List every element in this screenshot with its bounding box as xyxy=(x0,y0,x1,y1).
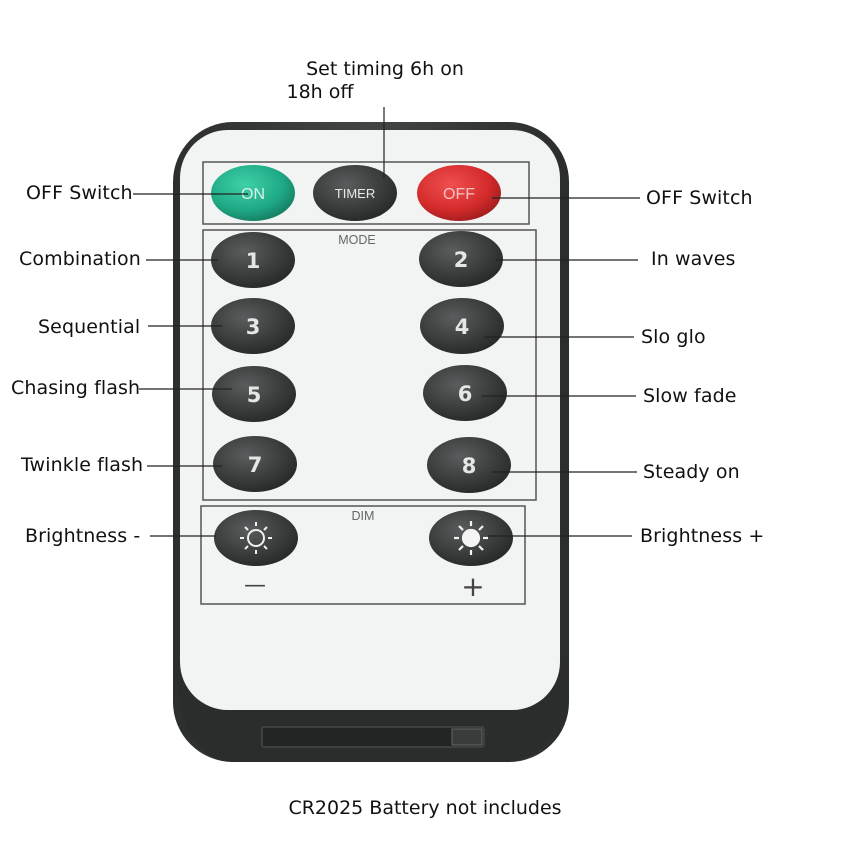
mode-button-5[interactable]: 5 xyxy=(212,366,296,422)
mode-button-6-label: 6 xyxy=(458,382,473,406)
timer-annotation-line1: Set timing 6h on xyxy=(306,58,464,80)
annotation-dim-minus: Brightness - xyxy=(25,525,141,547)
dim-plus-sign: + xyxy=(461,570,484,603)
dim-section-frame xyxy=(200,505,526,605)
timer-annotation: Set timing 6h on 18h off xyxy=(250,58,520,104)
timer-annotation-line2: 18h off xyxy=(286,81,354,103)
annotation-on-switch: OFF Switch xyxy=(26,182,133,204)
on-button-label: ON xyxy=(241,186,265,203)
mode-button-7[interactable]: 7 xyxy=(213,436,297,492)
sun-filled-icon xyxy=(454,521,488,555)
mode-button-2-label: 2 xyxy=(454,248,469,272)
dim-minus-button[interactable] xyxy=(214,510,298,566)
on-button[interactable]: ON xyxy=(211,165,295,221)
sun-outline-icon xyxy=(240,522,272,554)
annotation-off-switch: OFF Switch xyxy=(646,187,753,209)
timer-button-label: TIMER xyxy=(335,186,375,201)
mode-button-4-label: 4 xyxy=(455,315,470,339)
dim-section-label: DIM xyxy=(352,509,375,523)
mode-button-5-label: 5 xyxy=(247,383,262,407)
battery-caption: CR2025 Battery not includes xyxy=(288,797,562,819)
battery-tray xyxy=(261,726,485,748)
mode-section-frame xyxy=(202,229,537,501)
mode-button-8-label: 8 xyxy=(462,454,477,478)
off-button-label: OFF xyxy=(443,186,475,203)
annotation-mode-8: Steady on xyxy=(643,461,740,483)
mode-button-1-label: 1 xyxy=(246,249,261,273)
mode-button-1[interactable]: 1 xyxy=(211,232,295,288)
mode-button-4[interactable]: 4 xyxy=(420,298,504,354)
mode-button-6[interactable]: 6 xyxy=(423,365,507,421)
off-button[interactable]: OFF xyxy=(417,165,501,221)
mode-button-7-label: 7 xyxy=(248,453,263,477)
annotation-mode-7: Twinkle flash xyxy=(21,454,144,476)
mode-section-label: MODE xyxy=(338,233,376,247)
annotation-mode-5: Chasing flash xyxy=(11,377,141,399)
mode-button-8[interactable]: 8 xyxy=(427,437,511,493)
mode-button-2[interactable]: 2 xyxy=(419,231,503,287)
annotation-mode-3: Sequential xyxy=(38,316,141,338)
annotation-mode-2: In waves xyxy=(651,248,736,270)
dim-minus-sign: — xyxy=(244,573,266,598)
mode-button-3-label: 3 xyxy=(246,315,261,339)
annotation-mode-1: Combination xyxy=(19,248,141,270)
annotation-mode-4: Slo glo xyxy=(641,326,706,348)
annotation-mode-6: Slow fade xyxy=(643,385,737,407)
timer-button[interactable]: TIMER xyxy=(313,165,397,221)
dim-plus-button[interactable] xyxy=(429,510,513,566)
mode-button-3[interactable]: 3 xyxy=(211,298,295,354)
top-section-frame xyxy=(202,161,530,225)
leader-lines xyxy=(133,107,640,537)
annotation-dim-plus: Brightness + xyxy=(640,525,765,547)
